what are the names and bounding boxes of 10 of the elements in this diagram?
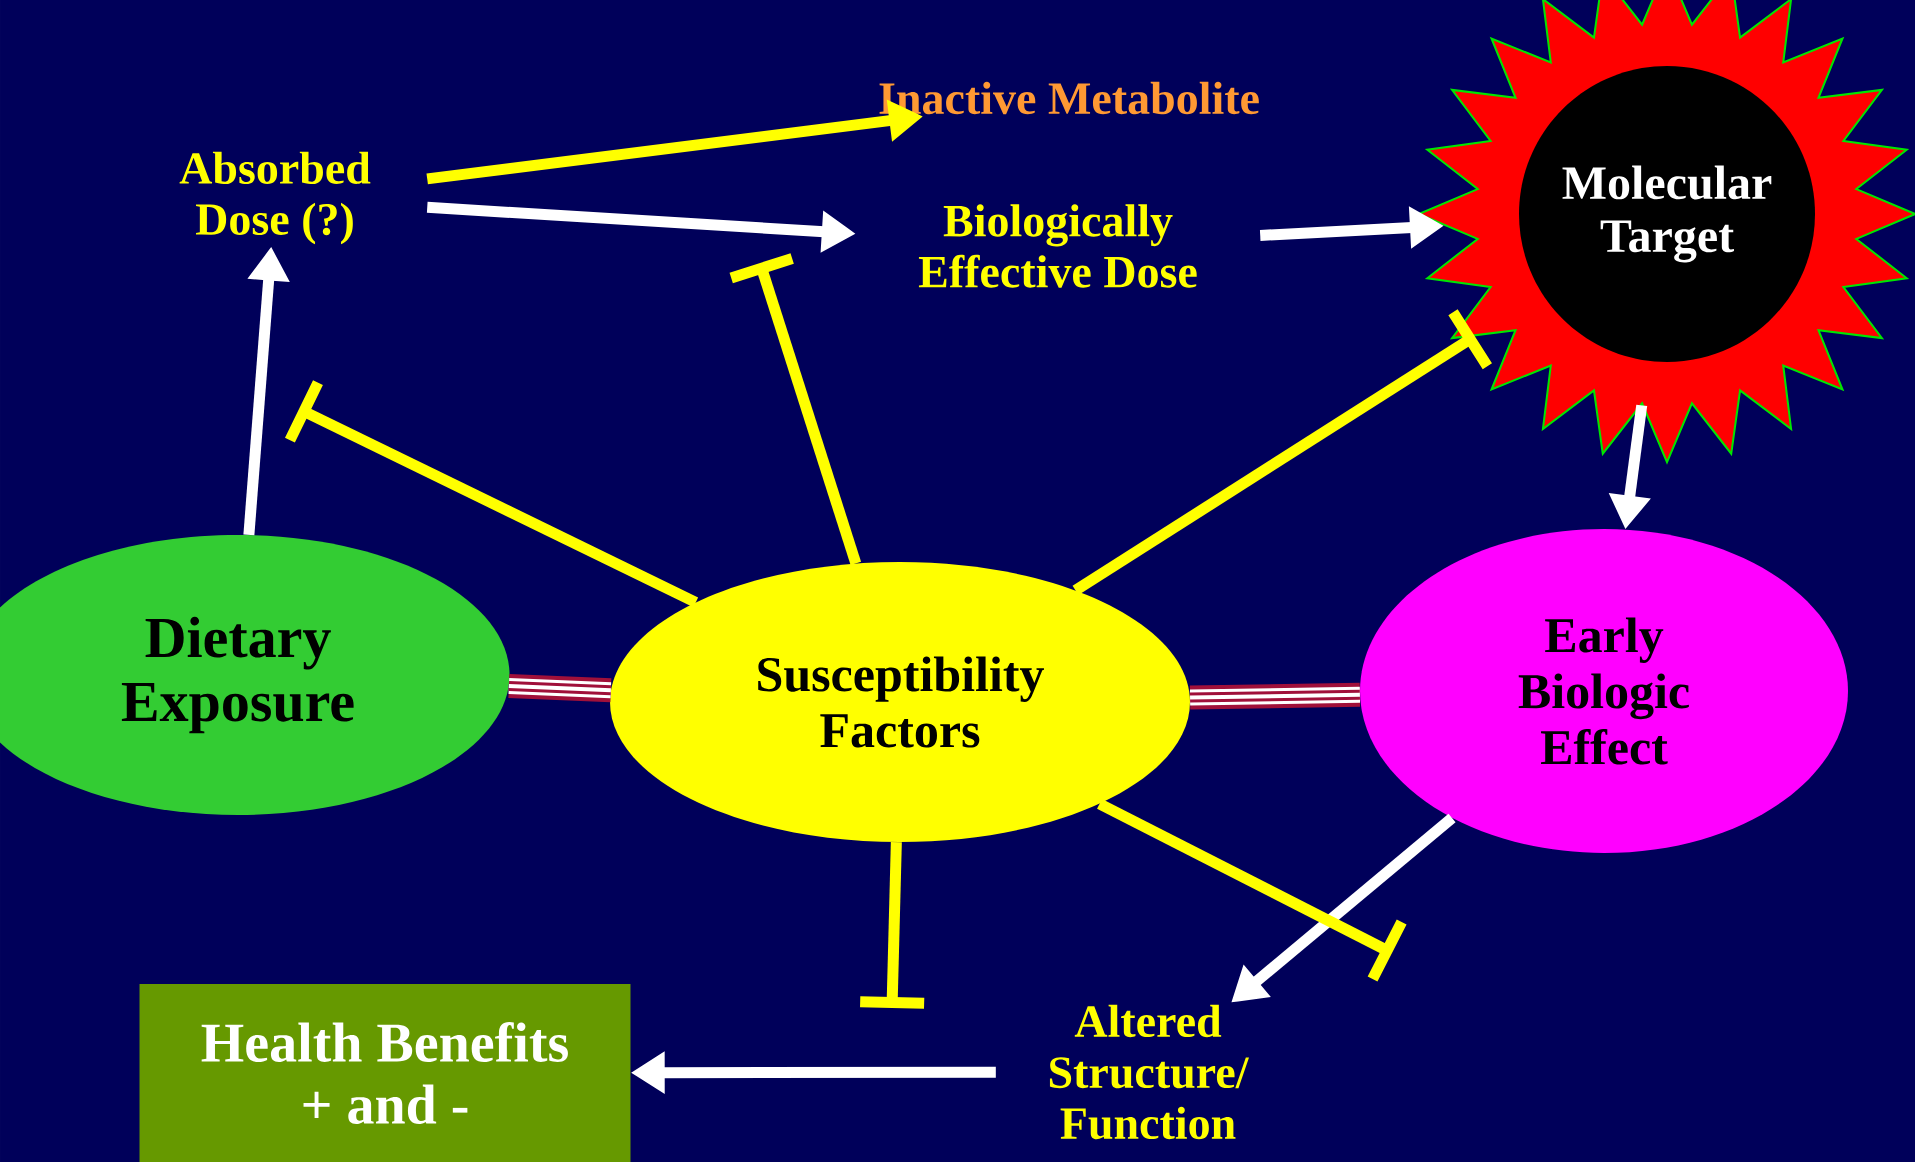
node-label: Biologically Effective Dose (918, 204, 1197, 288)
inhibition-line (860, 842, 925, 1009)
ellipse-node: Susceptibility Factors (610, 562, 1190, 842)
node-label: Absorbed Dose (?) (179, 151, 371, 245)
node-label: Altered Structure/ Function (1049, 1004, 1249, 1140)
striped-connector (508, 674, 612, 703)
result-box: Health Benefits + and - (139, 984, 631, 1162)
ellipse-node: Early Biologic Effect (1360, 529, 1848, 853)
striped-connector (1189, 682, 1361, 710)
starburst: Molecular Target (1416, 0, 1915, 465)
